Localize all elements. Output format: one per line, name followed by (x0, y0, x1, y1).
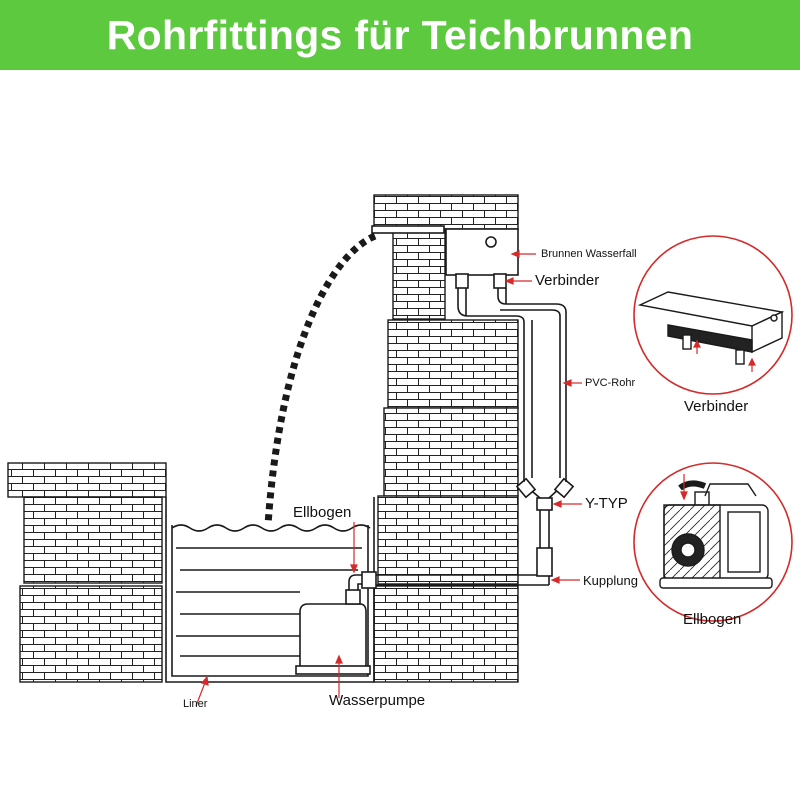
title-banner: Rohrfittings für Teichbrunnen (0, 0, 800, 70)
label-pump: Wasserpumpe (329, 692, 426, 709)
label-waterfall: Brunnen Wasserfall (541, 248, 637, 260)
right-wall (373, 194, 519, 683)
water-pump (295, 589, 371, 675)
inset-elbow (633, 462, 793, 622)
waterfall-box (371, 225, 519, 276)
label-y-type: Y-TYP (585, 495, 628, 512)
label-coupling: Kupplung (583, 573, 638, 588)
page-title: Rohrfittings für Teichbrunnen (106, 11, 694, 58)
pipe-system (348, 273, 575, 590)
inset-elbow-caption: Ellbogen (683, 611, 742, 628)
inset-connector (633, 235, 793, 395)
fountain-diagram (7, 194, 793, 707)
label-connector: Verbinder (535, 272, 600, 289)
pointer-lines (195, 250, 582, 707)
inset-connector-caption: Verbinder (684, 398, 749, 415)
label-elbow: Ellbogen (293, 504, 352, 521)
water-stream (264, 232, 377, 526)
left-wall (7, 462, 167, 683)
label-liner: Liner (183, 698, 208, 710)
label-pvc-pipe: PVC-Rohr (585, 377, 636, 389)
pond-basin (165, 497, 375, 683)
